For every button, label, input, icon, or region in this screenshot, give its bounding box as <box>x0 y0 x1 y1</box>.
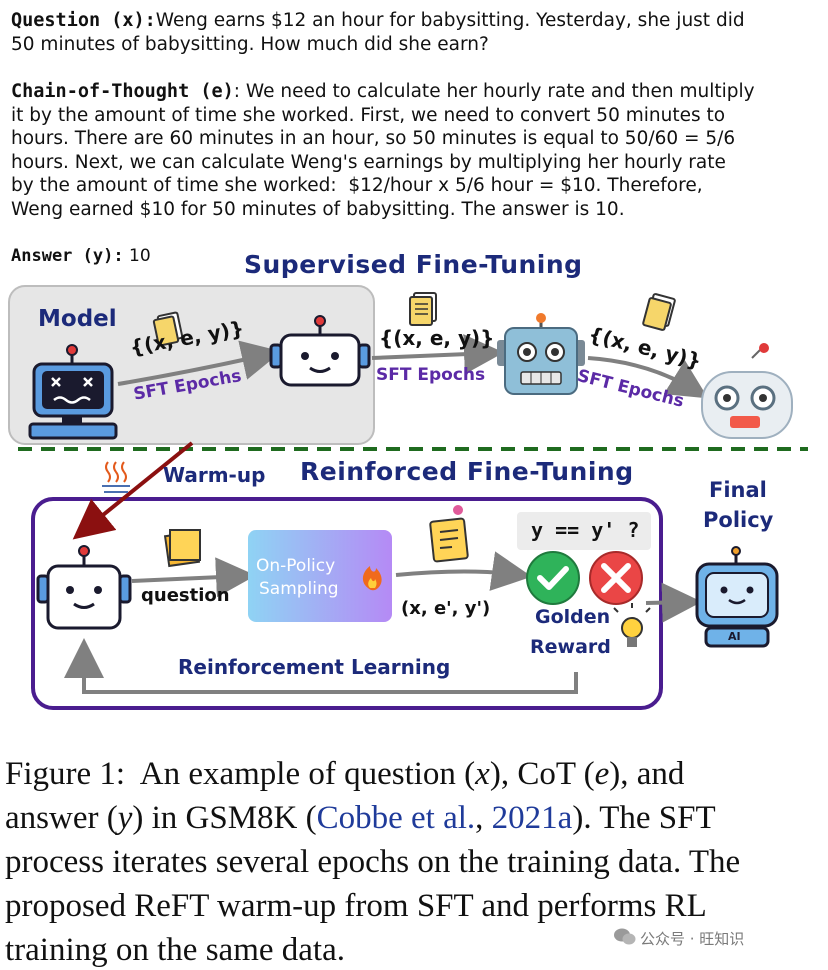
fire-icon <box>362 566 382 591</box>
question-line-1: Question (x):Weng earns $12 an hour for … <box>11 9 745 33</box>
cot-line-2: it by the amount of time she worked. Fir… <box>11 104 726 126</box>
caption-line-2: answer (y) in GSM8K (Cobbe et al., 2021a… <box>5 800 716 836</box>
caption-line-3: process iterates several epochs on the t… <box>5 844 741 880</box>
wechat-icon <box>614 928 636 945</box>
data-tuple-2: {(x, e, y)} <box>379 326 495 350</box>
cot-line-3: hours. There are 60 minutes in an hour, … <box>11 128 736 149</box>
answer-label: Answer (y): <box>11 246 124 266</box>
cot-line-4: hours. Next, we can calculate Weng's ear… <box>11 151 726 173</box>
caption-line-1: Figure 1: An example of question (x), Co… <box>5 756 685 792</box>
sticky-note-icon <box>163 529 201 568</box>
document-icon-2 <box>409 292 437 326</box>
question-label-arrow: question <box>141 585 230 606</box>
check-text: y == y' ? <box>531 518 640 542</box>
checkmark-icon <box>526 551 580 605</box>
question-text: Weng earns $12 an hour for babysitting. … <box>155 10 745 31</box>
watermark-text: 公众号 · 旺知识 <box>640 930 745 948</box>
final-arrow <box>645 582 702 623</box>
question-label: Question (x): <box>11 10 156 31</box>
warmup-label: Warm-up <box>163 463 266 487</box>
cot-line-5: by the amount of time she worked: $12/ho… <box>11 175 703 196</box>
citation-link-year[interactable]: 2021a <box>491 800 573 836</box>
robot-sft-1-icon <box>269 315 371 387</box>
sampling-line-2: Sampling <box>259 579 339 599</box>
golden-line-2: Reward <box>530 636 611 658</box>
robot-sft-3-icon <box>701 343 793 439</box>
cot-label: Chain-of-Thought (e) <box>11 81 234 102</box>
document-icon-3 <box>642 293 676 331</box>
citation-link-author[interactable]: Cobbe et al. <box>316 800 476 836</box>
rl-label: Reinforcement Learning <box>178 655 451 679</box>
robot-sft-2-icon <box>497 313 585 395</box>
sampling-box <box>248 530 392 622</box>
lightbulb-icon <box>613 603 651 647</box>
robot-policy-icon <box>36 545 132 630</box>
robot-base-icon <box>28 344 118 440</box>
document-icon-1 <box>152 311 184 347</box>
question-arrow <box>131 557 256 598</box>
rl-loop-arrow <box>64 638 578 694</box>
sft-arrow-1 <box>117 340 282 386</box>
golden-line-1: Golden <box>535 606 611 628</box>
check-box <box>517 512 651 550</box>
cot-line-1: Chain-of-Thought (e): We need to calcula… <box>11 80 755 104</box>
cross-icon <box>589 551 643 605</box>
model-label: Model <box>38 306 117 332</box>
sft-epochs-2: SFT Epochs <box>376 365 486 385</box>
caption-line-5: training on the same data. <box>5 932 345 968</box>
caption-line-4: proposed ReFT warm-up from SFT and perfo… <box>5 888 707 924</box>
sample-arrow <box>395 551 532 591</box>
final-policy-line-1: Final <box>709 478 767 502</box>
robot-final-icon <box>695 546 779 648</box>
sft-title: Supervised Fine-Tuning <box>244 250 583 279</box>
cot-text: : We need to calculate her hourly rate a… <box>233 81 755 102</box>
final-policy-line-2: Policy <box>703 508 774 532</box>
ai-badge: AI <box>728 630 741 643</box>
warm-icon <box>102 461 130 493</box>
memo-icon <box>429 505 469 563</box>
question-line-2: 50 minutes of babysitting. How much did … <box>11 34 489 55</box>
warmup-arrow <box>72 441 194 540</box>
sft-arrow-3 <box>587 356 709 399</box>
cot-line-6: Weng earned $10 for 50 minutes of babysi… <box>11 198 625 220</box>
sft-arrow-2 <box>371 334 504 375</box>
answer-line: Answer (y): 10 <box>11 246 151 266</box>
reft-diagram <box>8 285 808 710</box>
reft-title: Reinforced Fine-Tuning <box>300 457 634 486</box>
sampling-line-1: On-Policy <box>256 556 336 576</box>
sample-tuple: (x, e', y') <box>401 598 491 619</box>
answer-value: 10 <box>129 246 151 266</box>
